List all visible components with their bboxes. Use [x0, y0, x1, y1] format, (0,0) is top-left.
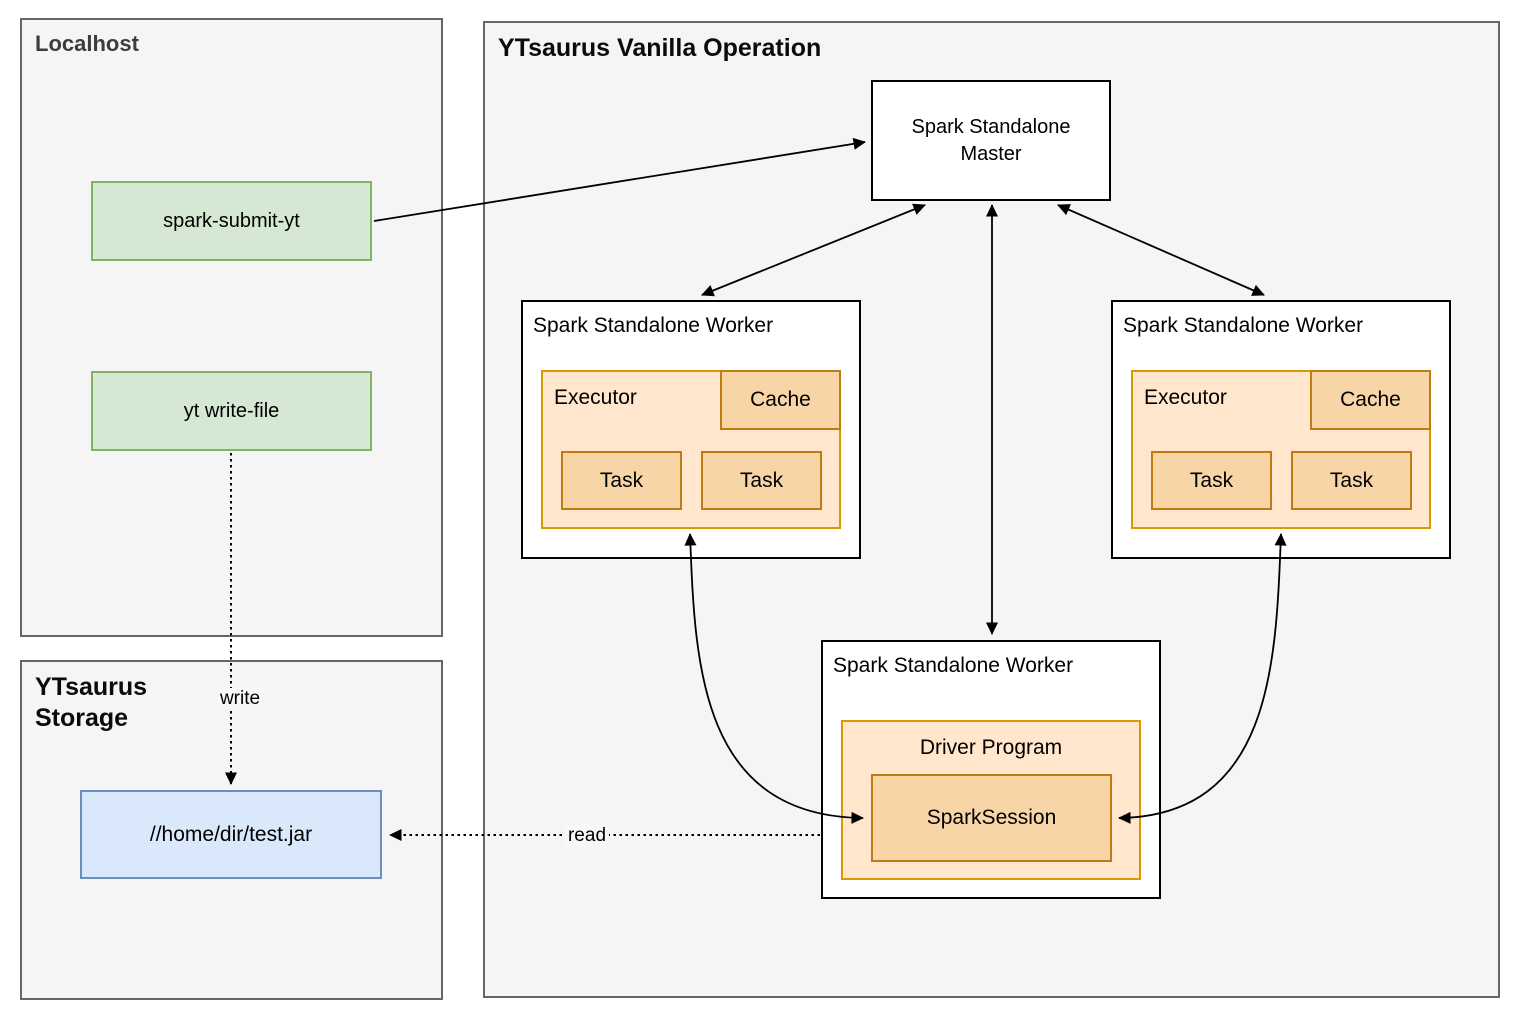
task-right-1: Task: [1151, 451, 1272, 510]
localhost-container: Localhost: [20, 18, 443, 637]
spark-worker-driver-title: Spark Standalone Worker: [833, 654, 1074, 677]
task-left-1: Task: [561, 451, 682, 510]
task-left-1-label: Task: [599, 468, 644, 492]
driver-program-title: Driver Program: [919, 736, 1063, 759]
task-left-2: Task: [701, 451, 822, 510]
executor-right-title: Executor: [1144, 386, 1227, 409]
ytsaurus-storage-title: YTsaurus Storage: [35, 673, 148, 733]
jar-file-node: //home/dir/test.jar: [80, 790, 382, 879]
spark-master-label: Spark Standalone Master: [911, 115, 1071, 165]
spark-session-label: SparkSession: [926, 806, 1057, 829]
spark-worker-left-title: Spark Standalone Worker: [533, 314, 774, 337]
cache-right-label: Cache: [1340, 388, 1401, 411]
spark-master-node: Spark Standalone Master: [871, 80, 1111, 201]
spark-worker-right-title: Spark Standalone Worker: [1123, 314, 1364, 337]
cache-left-label: Cache: [750, 388, 811, 411]
write-edge-label: write: [216, 688, 264, 710]
cache-left: Cache: [720, 370, 841, 430]
task-right-1-label: Task: [1189, 468, 1234, 492]
executor-left-title: Executor: [554, 386, 637, 409]
cache-right: Cache: [1310, 370, 1431, 430]
spark-submit-yt-label: spark-submit-yt: [163, 209, 300, 232]
spark-submit-yt-node: spark-submit-yt: [91, 181, 372, 261]
task-left-2-label: Task: [739, 468, 784, 492]
task-right-2: Task: [1291, 451, 1412, 510]
read-edge-label: read: [564, 825, 610, 847]
jar-file-label: //home/dir/test.jar: [149, 822, 313, 846]
vanilla-operation-title: YTsaurus Vanilla Operation: [498, 34, 822, 62]
yt-write-file-node: yt write-file: [91, 371, 372, 451]
yt-write-file-label: yt write-file: [183, 399, 280, 422]
task-right-2-label: Task: [1329, 468, 1374, 492]
spark-session: SparkSession: [871, 774, 1112, 862]
localhost-title: Localhost: [35, 31, 139, 56]
